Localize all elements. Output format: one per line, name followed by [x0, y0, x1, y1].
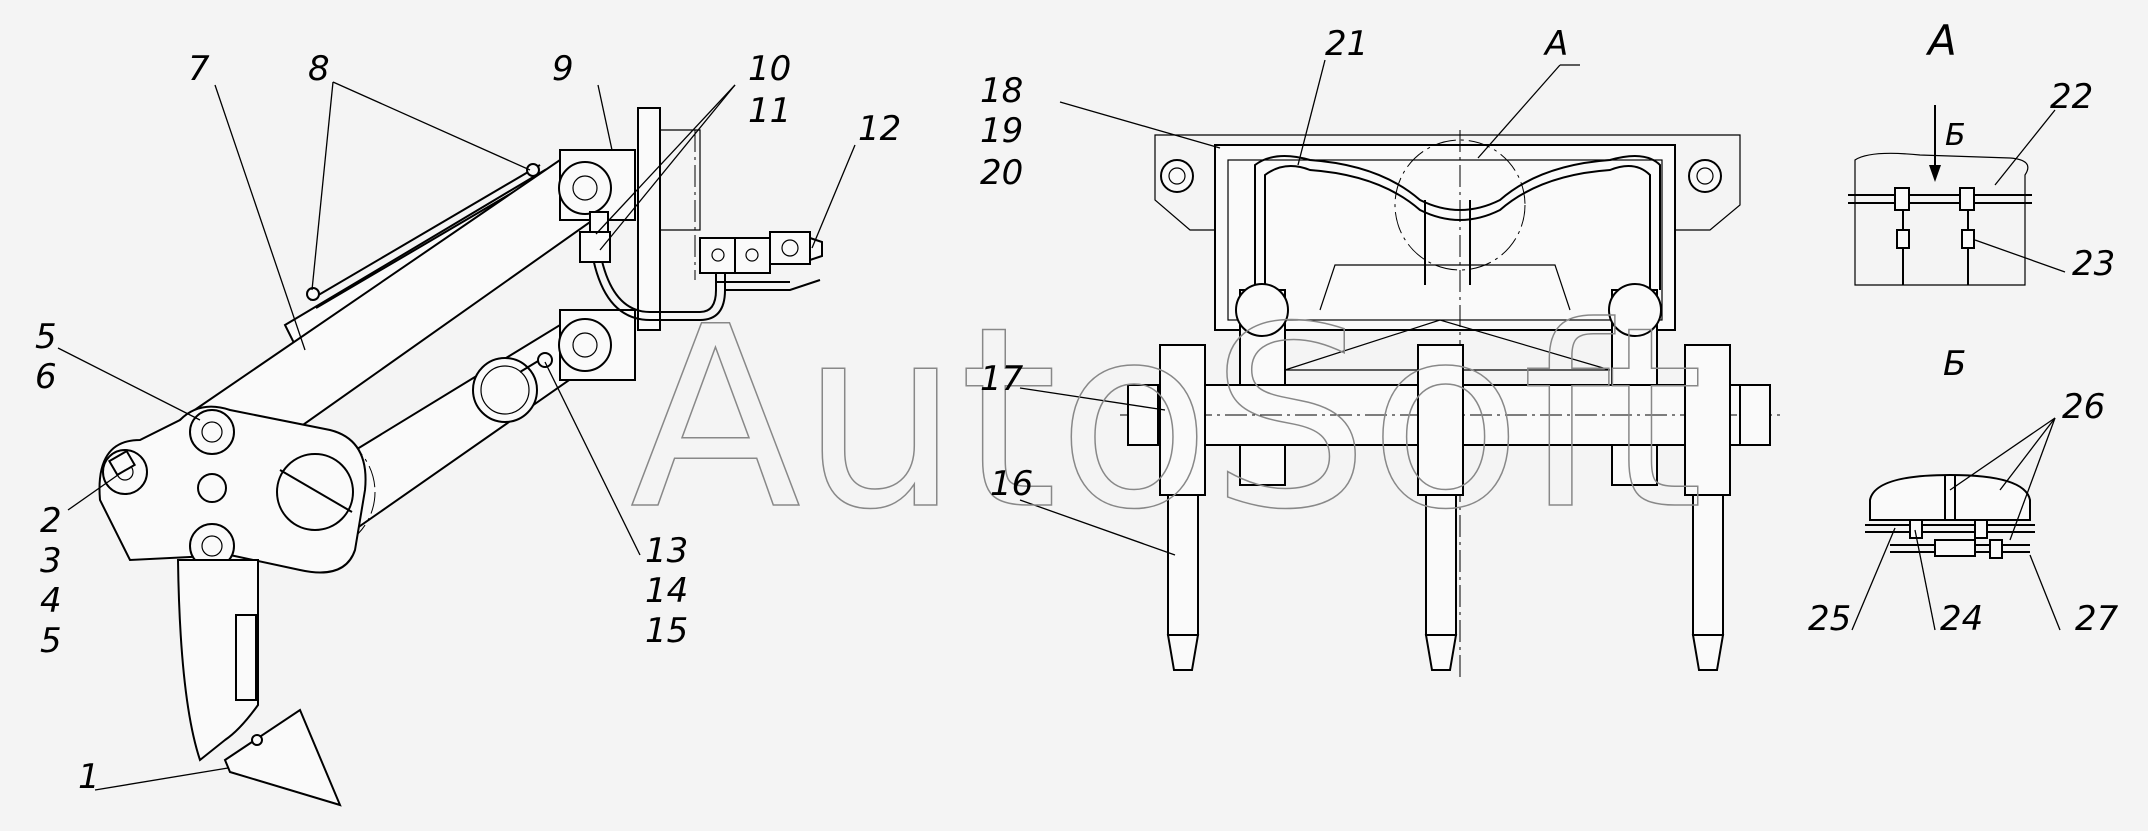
front-shank-right: [1684, 344, 1731, 671]
callout-27: 27: [2075, 599, 2119, 639]
hydraulic-hoses: [579, 211, 823, 321]
callout-14: 14: [645, 571, 688, 611]
callout-23: 23: [2072, 244, 2115, 284]
callout-10: 10: [748, 49, 791, 89]
front-view: [1120, 130, 1780, 680]
callout-12: 12: [858, 109, 901, 149]
callout-8: 8: [308, 49, 330, 89]
callout-5a: 5: [35, 317, 57, 357]
callout-7: 7: [188, 49, 210, 89]
callout-26: 26: [2062, 387, 2105, 427]
detail-view-a: [1848, 105, 2032, 286]
ripper-tip: [223, 708, 342, 807]
callout-4: 4: [40, 581, 62, 621]
side-view: [98, 107, 823, 807]
callout-2: 2: [40, 501, 62, 541]
callout-24: 24: [1940, 599, 1983, 639]
callout-25: 25: [1808, 599, 1851, 639]
view-arrow-label-b: Б: [1945, 118, 1966, 153]
callout-view-a: А: [1543, 24, 1568, 64]
view-title-a: А: [1925, 16, 1957, 65]
callout-11: 11: [748, 91, 791, 131]
watermark: AutoSoft: [630, 273, 1704, 564]
callout-20: 20: [980, 153, 1023, 193]
callout-3: 3: [40, 541, 62, 581]
detail-view-b: [1865, 473, 2035, 559]
callout-13: 13: [645, 531, 688, 571]
callout-6: 6: [35, 357, 57, 397]
leader-lines: [57, 59, 2066, 791]
callout-5b: 5: [40, 621, 62, 661]
callout-1: 1: [78, 757, 100, 797]
callout-18: 18: [980, 71, 1023, 111]
callout-labels: 1 2 3 4 5 5 6 7 8 9 10 11 12 13 14 15 16…: [35, 24, 2119, 797]
callout-21: 21: [1325, 24, 1368, 64]
frame-brackets: [558, 107, 701, 381]
callout-15: 15: [645, 611, 688, 651]
callout-19: 19: [980, 111, 1023, 151]
front-shank-middle: [1417, 344, 1464, 671]
shank: [176, 559, 259, 762]
front-shank-left: [1159, 344, 1206, 671]
callout-22: 22: [2050, 77, 2093, 117]
view-title-b: Б: [1943, 344, 1966, 384]
callout-9: 9: [552, 49, 574, 89]
shank-holder: [98, 405, 367, 574]
callout-17: 17: [980, 359, 1024, 399]
callout-16: 16: [990, 464, 1033, 504]
